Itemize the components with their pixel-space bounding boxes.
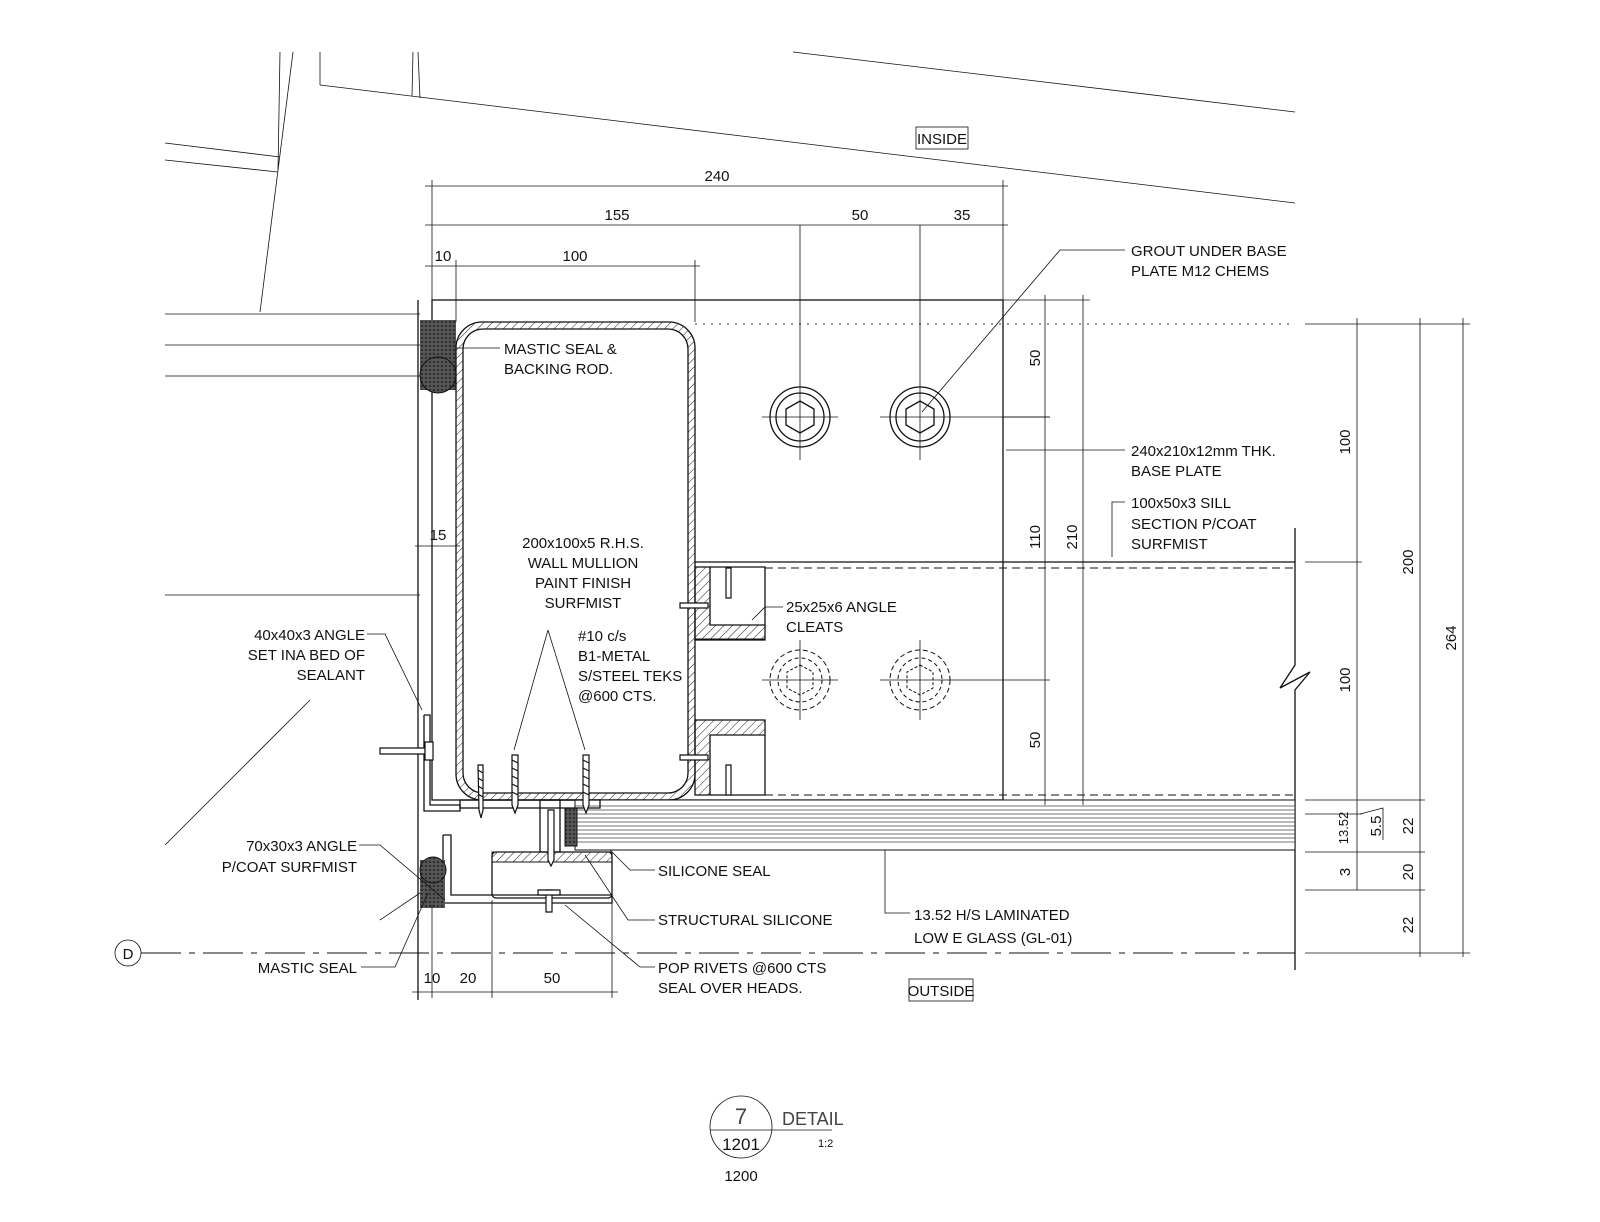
dim-50: 50	[852, 207, 869, 224]
teks-label-4: @600 CTS.	[578, 688, 657, 705]
pop-rivets-label-2: SEAL OVER HEADS.	[658, 980, 803, 997]
angle-40x40	[423, 714, 461, 812]
dim-bottom-10: 10	[424, 970, 441, 987]
dim-3: 3	[1337, 868, 1354, 876]
backing-rod-bottom	[419, 856, 447, 884]
glass-label-2: LOW E GLASS (GL-01)	[914, 930, 1072, 947]
glass-label-1: 13.52 H/S LAMINATED	[914, 907, 1070, 924]
sill-label-1: 100x50x3 SILL	[1131, 495, 1231, 512]
mullion-label-1: 200x100x5 R.H.S.	[522, 535, 644, 552]
base-plate-label-2: BASE PLATE	[1131, 463, 1222, 480]
outside-label: OUTSIDE	[908, 983, 975, 1000]
inside-label: INSIDE	[917, 131, 967, 148]
building-context-lines	[164, 51, 1296, 846]
inside-tag: INSIDE	[915, 126, 969, 150]
detail-reference: 1200	[724, 1168, 757, 1185]
mullion-label-2: WALL MULLION	[528, 555, 639, 572]
detail-scale: 1:2	[818, 1138, 833, 1150]
cleats-label-1: 25x25x6 ANGLE	[786, 599, 897, 616]
dim-right-100-top: 100	[1337, 429, 1354, 454]
dim-15: 15	[430, 527, 447, 544]
teks-label-2: B1-METAL	[578, 648, 650, 665]
grid-line-d: D	[114, 939, 1295, 967]
dim-240: 240	[704, 168, 729, 185]
grid-marker-label: D	[123, 946, 134, 963]
mastic-seal-label: MASTIC SEAL	[258, 960, 357, 977]
dim-100: 100	[562, 248, 587, 265]
mastic-backing-label-2: BACKING ROD.	[504, 361, 613, 378]
dim-264: 264	[1443, 625, 1460, 650]
dim-bottom-50: 50	[544, 970, 561, 987]
dim-plate-50-bottom: 50	[1027, 732, 1044, 749]
dim-20: 20	[1400, 864, 1417, 881]
detail-number: 7	[735, 1104, 747, 1129]
rhs-mullion	[455, 321, 696, 801]
pop-rivets-label-1: POP RIVETS @600 CTS	[658, 960, 826, 977]
sill-section	[695, 528, 1311, 970]
leader-lines	[359, 249, 1125, 968]
grout-label-1: GROUT UNDER BASE	[1131, 243, 1287, 260]
angle-40-label-1: 40x40x3 ANGLE	[254, 627, 365, 644]
dim-bottom-20: 20	[460, 970, 477, 987]
anchor-bolt-hidden-1	[762, 640, 838, 720]
angle-70-label-1: 70x30x3 ANGLE	[246, 838, 357, 855]
detail-sheet: 1201	[722, 1135, 760, 1154]
sill-label-2: SECTION P/COAT	[1131, 516, 1257, 533]
mastic-backing-label-1: MASTIC SEAL &	[504, 341, 617, 358]
dim-35: 35	[954, 207, 971, 224]
dim-210: 210	[1064, 524, 1081, 549]
dim-10: 10	[435, 248, 452, 265]
dim-right-100-bottom: 100	[1337, 667, 1354, 692]
dim-155: 155	[604, 207, 629, 224]
angle-40-label-2: SET INA BED OF	[248, 647, 365, 664]
dimension-texts: 240 155 50 35 10 100 15 10 20 50 50 110 …	[424, 168, 1460, 987]
teks-label-3: S/STEEL TEKS	[578, 668, 682, 685]
sill-label-3: SURFMIST	[1131, 536, 1208, 553]
dim-13-52: 13.52	[1336, 812, 1351, 845]
tek-screws	[379, 567, 732, 913]
mullion-label-4: SURFMIST	[545, 595, 622, 612]
angle-40-label-3: SEALANT	[297, 667, 365, 684]
cleats-label-2: CLEATS	[786, 619, 843, 636]
detail-title: DETAIL	[782, 1109, 844, 1129]
backing-rod	[419, 356, 457, 394]
detail-title-block: 7 1201 DETAIL 1:2 1200	[709, 1095, 844, 1185]
dimensions	[412, 180, 1470, 998]
dim-200: 200	[1400, 549, 1417, 574]
silicone-seal-label: SILICONE SEAL	[658, 863, 771, 880]
callouts: GROUT UNDER BASE PLATE M12 CHEMS MASTIC …	[222, 243, 1287, 997]
anchor-bolt-1	[762, 225, 838, 460]
dim-22-top: 22	[1400, 818, 1417, 835]
laminated-glass	[564, 799, 1296, 851]
angle-70-label-2: P/COAT SURFMIST	[222, 859, 357, 876]
outside-tag: OUTSIDE	[908, 978, 975, 1002]
dim-110: 110	[1027, 525, 1044, 549]
grout-label-2: PLATE M12 CHEMS	[1131, 263, 1269, 280]
dim-plate-50-top: 50	[1027, 350, 1044, 367]
anchor-bolt-hidden-2	[880, 640, 1050, 720]
structural-silicone-label: STRUCTURAL SILICONE	[658, 912, 832, 929]
base-plate-label-1: 240x210x12mm THK.	[1131, 443, 1276, 460]
mullion-label-3: PAINT FINISH	[535, 575, 631, 592]
teks-label-1: #10 c/s	[578, 628, 626, 645]
dim-22-bottom: 22	[1400, 917, 1417, 934]
angle-cleats	[694, 566, 766, 796]
dim-5-5: 5.5	[1368, 816, 1385, 837]
anchor-bolt-2	[880, 225, 1050, 460]
